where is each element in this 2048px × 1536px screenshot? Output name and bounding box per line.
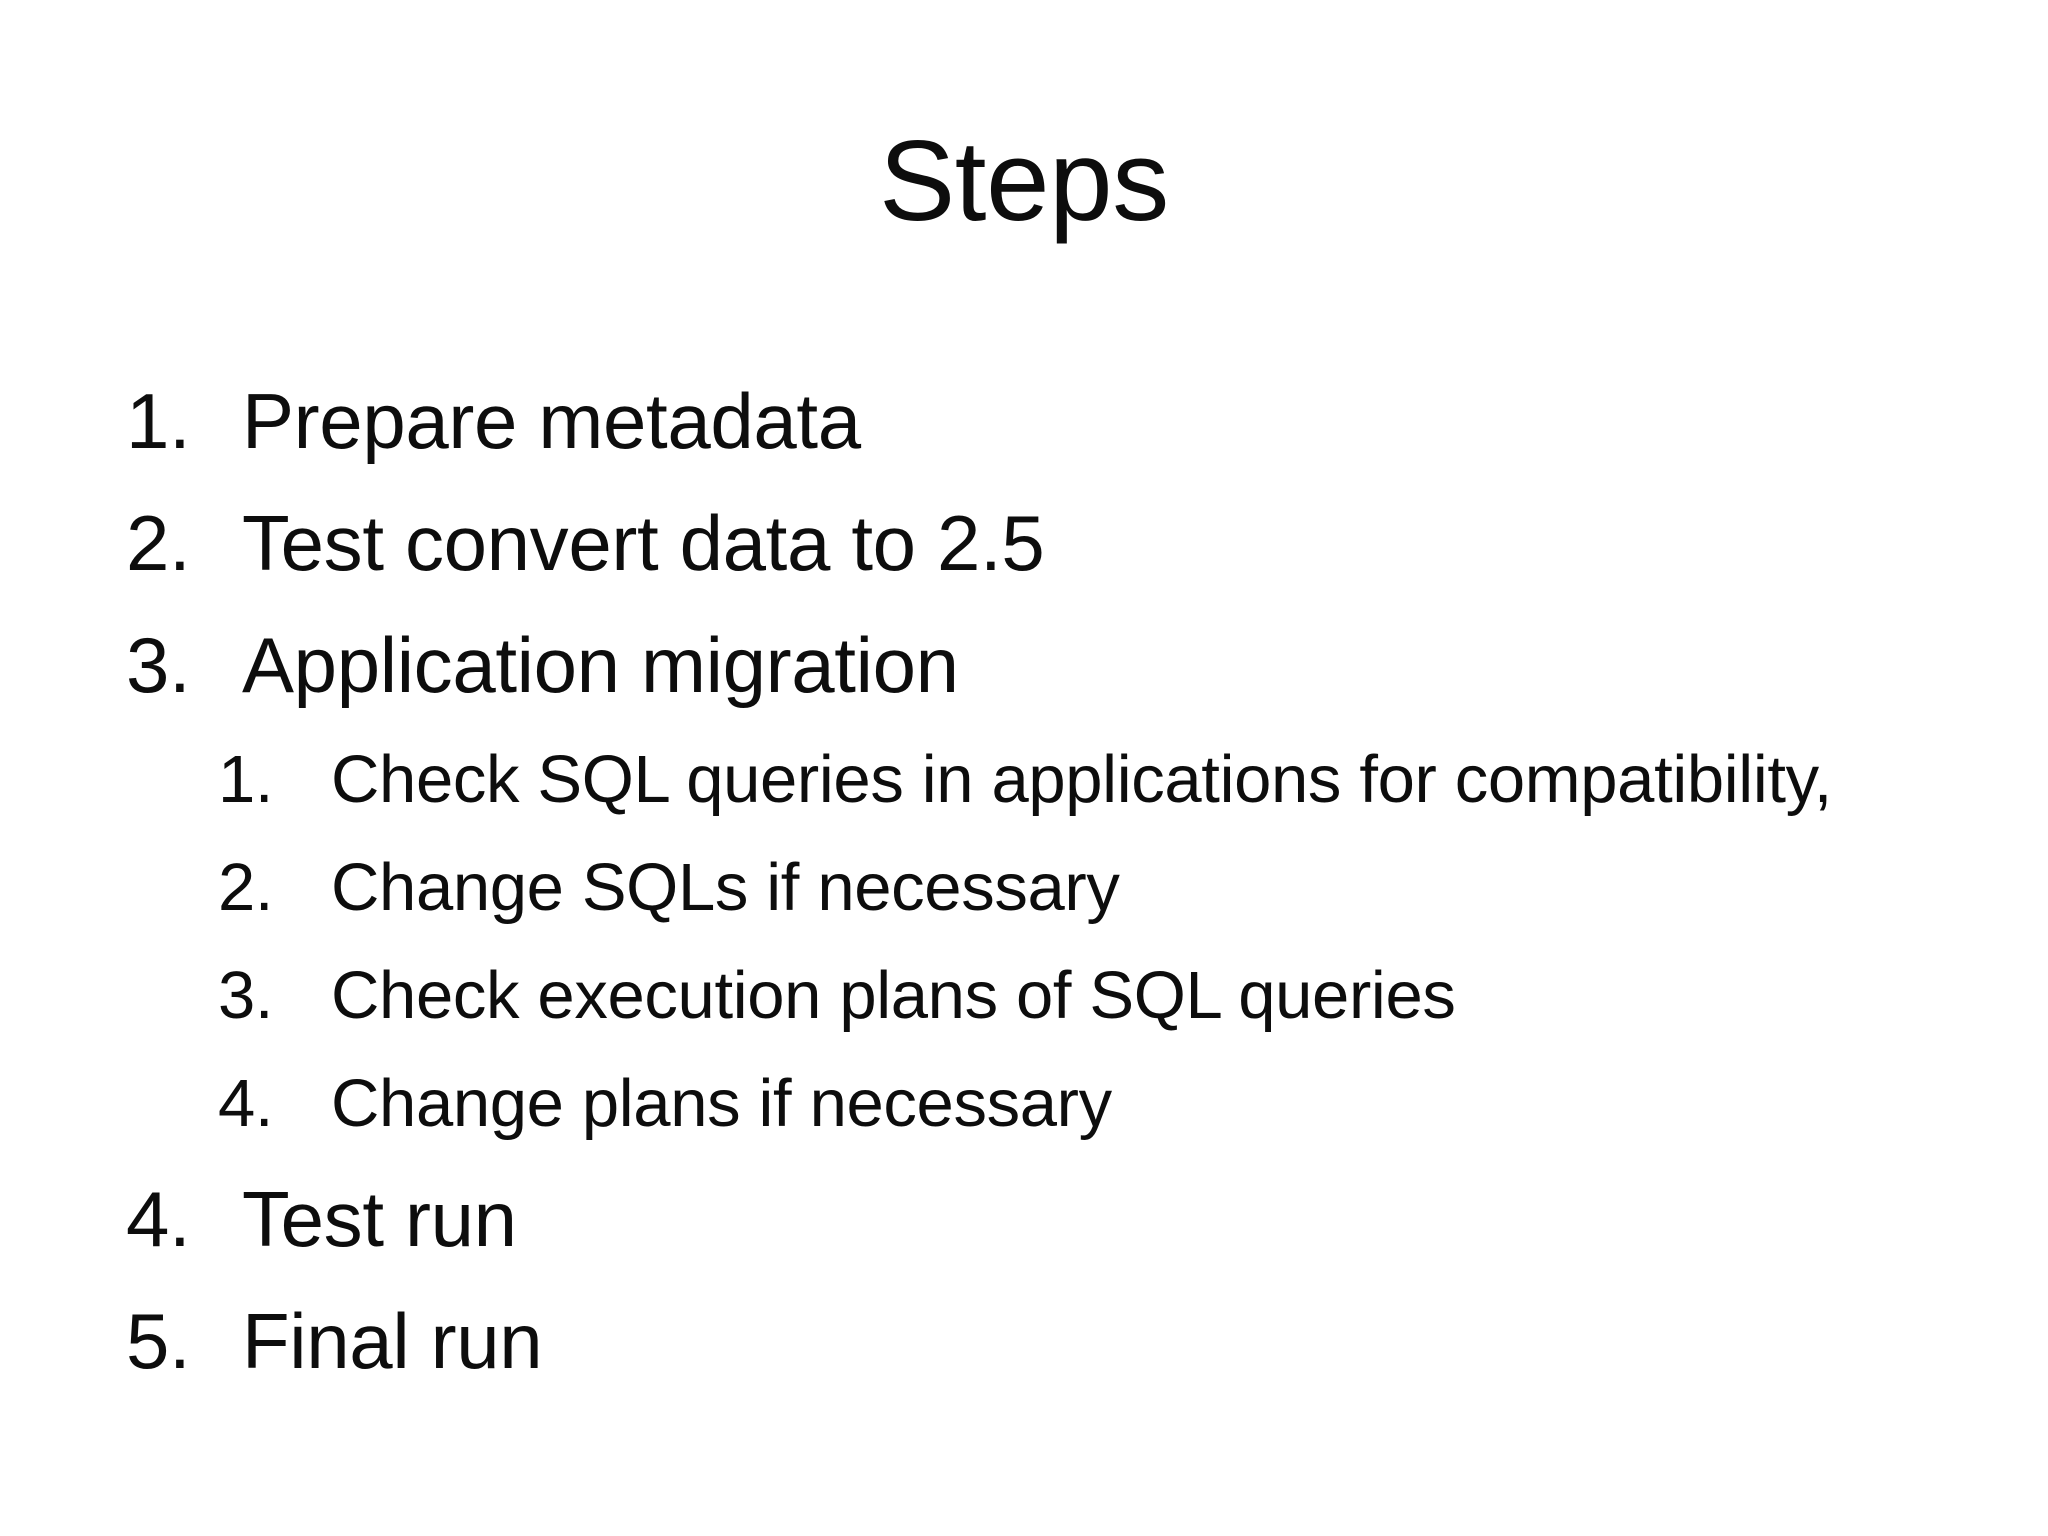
sub-list-item: 1. Check SQL queries in applications for… — [0, 726, 2048, 834]
list-item: 2. Test convert data to 2.5 — [0, 482, 2048, 604]
list-item-label: Change SQLs if necessary — [331, 850, 1120, 925]
list-item-label: Test convert data to 2.5 — [242, 499, 1045, 587]
list-item-label: Change plans if necessary — [331, 1066, 1112, 1141]
list-item-number: 1. — [218, 742, 274, 817]
list-item-number: 5. — [126, 1297, 191, 1385]
list-item-label: Check execution plans of SQL queries — [331, 958, 1456, 1033]
list-item: 1. Prepare metadata — [0, 360, 2048, 482]
steps-list: 1. Prepare metadata 2. Test convert data… — [0, 360, 2048, 1402]
list-item-number: 1. — [126, 377, 191, 465]
sub-list-item: 4. Change plans if necessary — [0, 1050, 2048, 1158]
list-item-label: Check SQL queries in applications for co… — [331, 742, 1833, 817]
list-item-label: Prepare metadata — [242, 377, 861, 465]
list-item-number: 4. — [218, 1066, 274, 1141]
list-item-number: 3. — [126, 621, 191, 709]
list-item-label: Test run — [242, 1175, 517, 1263]
slide-title: Steps — [879, 118, 1169, 245]
list-item-number: 4. — [126, 1175, 191, 1263]
list-item: 5. Final run — [0, 1280, 2048, 1402]
list-item-label: Final run — [242, 1297, 543, 1385]
sub-list-item: 3. Check execution plans of SQL queries — [0, 942, 2048, 1050]
list-item: 4. Test run — [0, 1158, 2048, 1280]
list-item-number: 2. — [126, 499, 191, 587]
list-item-label: Application migration — [242, 621, 959, 709]
sub-list-item: 2. Change SQLs if necessary — [0, 834, 2048, 942]
list-item-number: 2. — [218, 850, 274, 925]
list-item: 3. Application migration — [0, 604, 2048, 726]
list-item-number: 3. — [218, 958, 274, 1033]
